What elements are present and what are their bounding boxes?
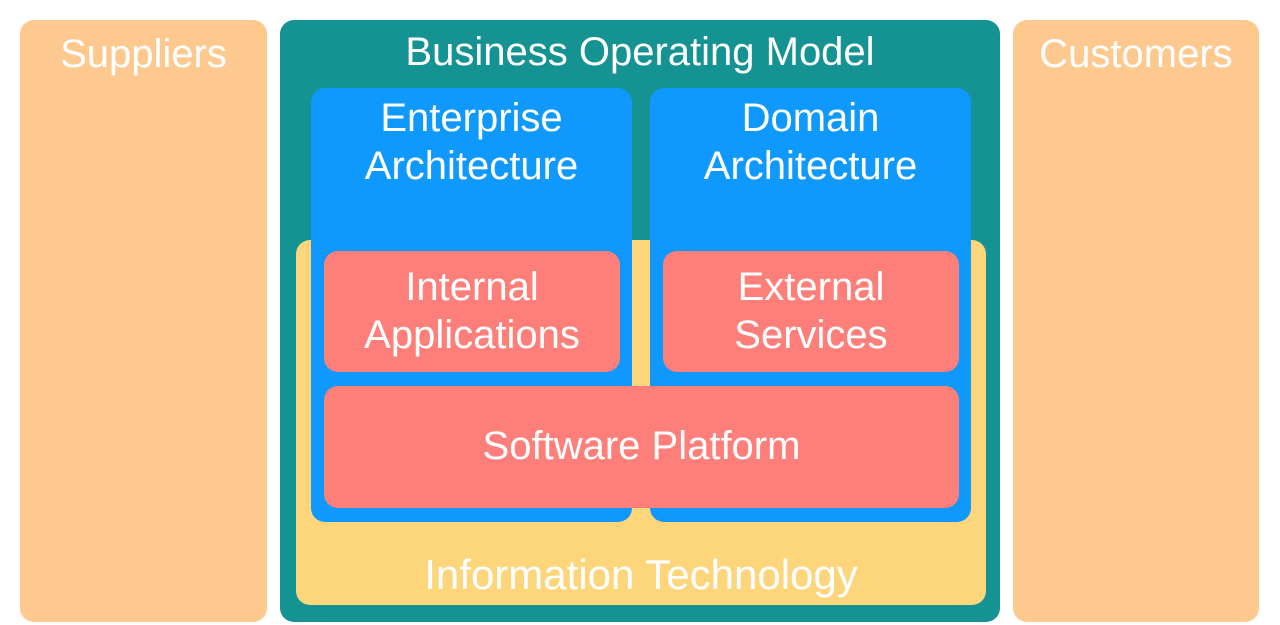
label-line: Internal (405, 265, 539, 309)
label-line: Domain (741, 96, 880, 140)
software-platform-box: Software Platform (324, 386, 959, 508)
suppliers-label: Suppliers (60, 32, 227, 76)
information-technology-label: Information Technology (424, 551, 858, 598)
label-line: Services (734, 313, 888, 357)
label-line: Enterprise (380, 96, 563, 140)
customers-panel: Customers (1013, 20, 1259, 622)
business-operating-model-label: Business Operating Model (405, 30, 875, 74)
domain-architecture-label: Domain Architecture (650, 94, 971, 190)
label-line: Architecture (703, 144, 918, 188)
label-line: External (737, 265, 885, 309)
label-line: Applications (364, 313, 580, 357)
internal-applications-label: Internal Applications (324, 263, 620, 359)
enterprise-architecture-label: Enterprise Architecture (311, 94, 632, 190)
software-platform-label: Software Platform (482, 424, 801, 468)
external-services-box: External Services (663, 251, 959, 372)
internal-applications-box: Internal Applications (324, 251, 620, 372)
external-services-label: External Services (663, 263, 959, 359)
customers-label: Customers (1039, 32, 1233, 76)
suppliers-panel: Suppliers (20, 20, 267, 622)
label-line: Architecture (364, 144, 579, 188)
